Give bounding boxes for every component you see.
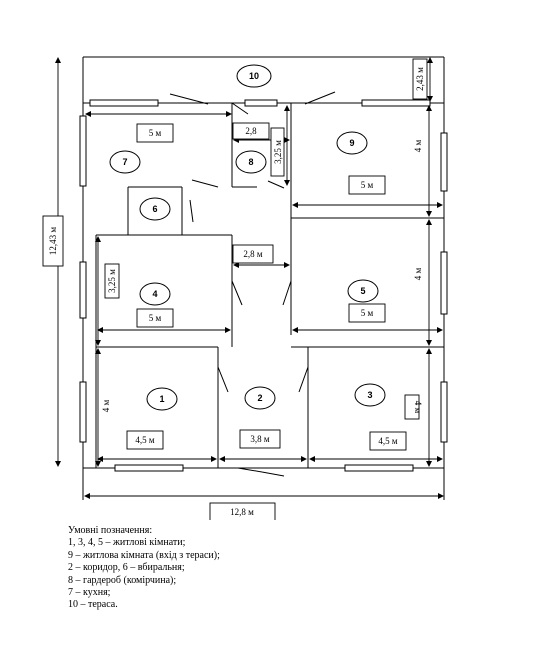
room-number-4: 4	[152, 289, 157, 299]
room3-depth-label: 4 м	[413, 401, 423, 414]
room-number-circles	[109, 64, 386, 411]
room4-width-label: 5 м	[149, 313, 162, 323]
legend-item: 8 – гардероб (комірчина);	[68, 574, 177, 586]
room-number-6: 6	[152, 204, 157, 214]
room-number-1: 1	[159, 394, 164, 404]
corridor-width-label: 2,8 м	[243, 249, 263, 259]
dimension-lines	[55, 57, 444, 499]
floor-plan: 10 7 8 9 6 4 5 1 2 3 12,8 м 12,43 м 2,43…	[42, 56, 448, 520]
room9-depth-label: 4 м	[413, 139, 423, 152]
legend-item: 9 – житлова кімната (вхід з тераси);	[68, 549, 220, 561]
room-number-8: 8	[248, 157, 253, 167]
room-number-7: 7	[122, 157, 127, 167]
room-number-10: 10	[249, 71, 259, 81]
room-number-5: 5	[360, 286, 365, 296]
room9-width-label: 5 м	[361, 180, 374, 190]
total-height-label: 12,43 м	[48, 227, 58, 256]
legend-item: 7 – кухня;	[68, 587, 111, 599]
room1-depth-label: 4 м	[101, 399, 111, 412]
legend-item: 10 – тераса.	[68, 599, 118, 611]
dimension-labels: 12,8 м 12,43 м 2,43 м 5 м 2,8 3,25 м 5 м…	[48, 67, 425, 517]
kitchen-width-label: 5 м	[149, 128, 162, 138]
room5-depth-label: 4 м	[413, 267, 423, 280]
room3-width-label: 4,5 м	[378, 436, 398, 446]
wardrobe-depth-label: 3,25 м	[273, 140, 283, 164]
room4-depth-label: 3,25 м	[107, 269, 117, 293]
windows	[79, 99, 448, 472]
room5-width-label: 5 м	[361, 308, 374, 318]
legend-title: Умовні позначення:	[68, 525, 153, 536]
total-width-label: 12,8 м	[230, 507, 254, 517]
wardrobe-width-label: 2,8	[245, 126, 257, 136]
room2-width-label: 3,8 м	[250, 434, 270, 444]
room-number-3: 3	[367, 390, 372, 400]
legend-item: 1, 3, 4, 5 – житлові кімнати;	[68, 537, 186, 549]
legend-item: 2 – коридор, 6 – вбиральня;	[68, 562, 185, 574]
room1-width-label: 4,5 м	[135, 435, 155, 445]
doors	[169, 91, 336, 477]
room-number-9: 9	[349, 138, 354, 148]
room-numbers: 10 7 8 9 6 4 5 1 2 3	[122, 71, 372, 404]
legend: Умовні позначення: 1, 3, 4, 5 – житлові …	[68, 525, 220, 612]
room-number-2: 2	[257, 393, 262, 403]
terrace-depth-label: 2,43 м	[415, 67, 425, 91]
dimension-label-boxes	[42, 58, 428, 520]
